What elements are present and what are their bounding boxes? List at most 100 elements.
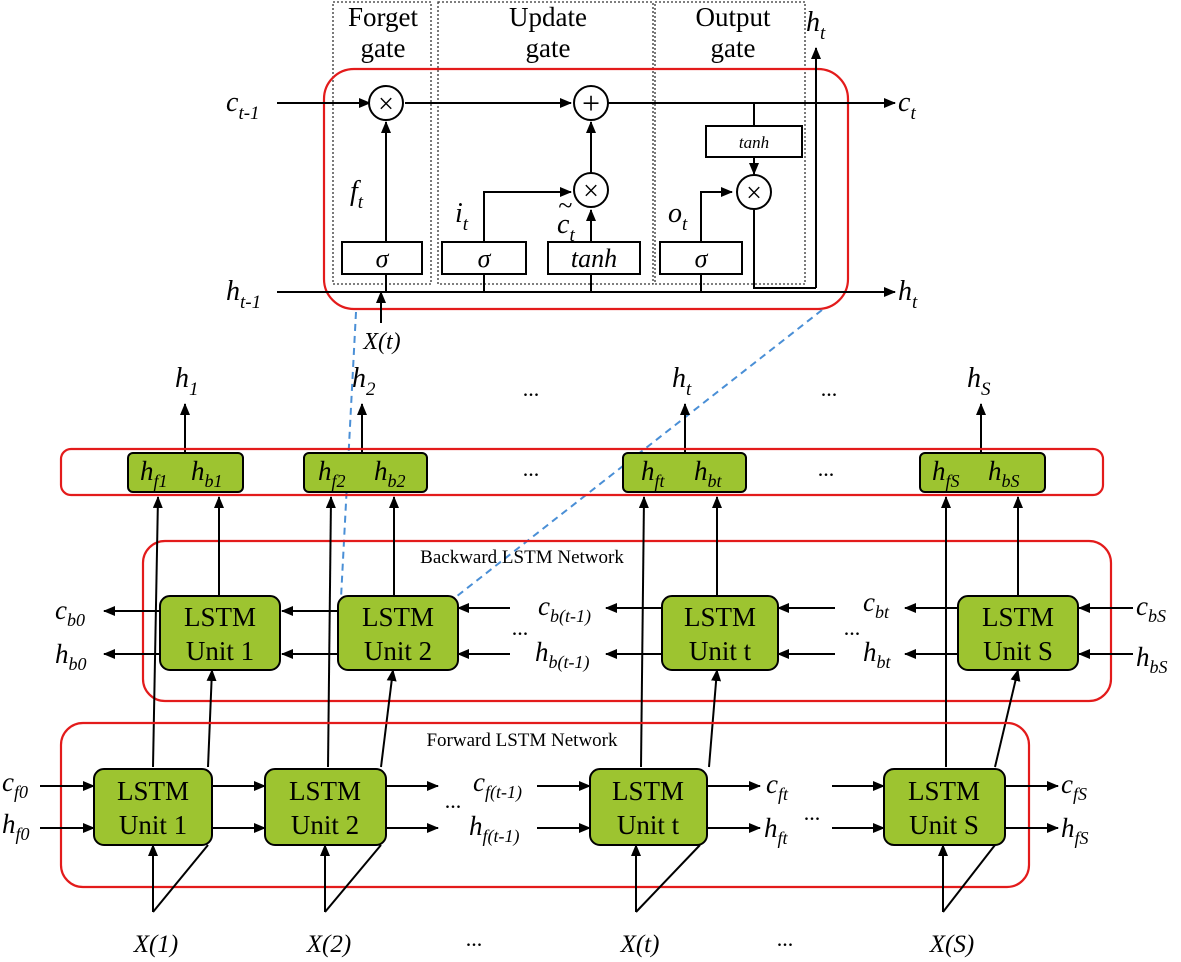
concat-ellipsis-1: ... [523,456,540,481]
backward-unit-1 [159,595,281,671]
concat-hbt: hbt [694,456,723,491]
backward-ellipsis-2: ... [844,615,861,640]
forward-unit-1-line2: Unit 1 [119,810,187,840]
input-x1: X(1) [133,931,178,958]
forward-hft1-label: hf(t-1) [469,811,519,847]
zoom-line-right [451,309,823,601]
backward-unit-1-line1: LSTM [184,602,256,632]
cell-tanh-label: tanh [739,133,769,152]
backward-hbt1-label: hb(t-1) [535,637,589,673]
output-h1: h1 [175,363,199,400]
concat-hbS: hbS [988,456,1020,491]
lstm-cell-detail: Forget gate Update gate Output gate × [226,1,918,355]
input-sigmoid-box [441,241,527,275]
backward-cb0-label: cb0 [55,595,85,630]
concat-box-S [919,452,1046,493]
lstm-cell-border [322,67,850,311]
output-sigmoid-label: σ [695,244,709,273]
output-gate-title-2: gate [711,33,756,63]
input-x2: X(2) [306,931,351,958]
backward-network-title: Backward LSTM Network [420,547,624,568]
concat-hb2: hb2 [374,456,406,491]
update-gate-title: Update [509,2,587,32]
concat-hft: hft [641,456,666,491]
forward-unit-2-line2: Unit 2 [291,810,359,840]
forward-ellipsis-2: ... [804,800,821,825]
forward-unit-t [589,768,708,846]
concat-box-2 [303,452,428,493]
forget-sigmoid-label: σ [376,244,390,273]
backward-unit-S-line1: LSTM [982,602,1054,632]
candidate-tanh-label: tanh [571,244,617,273]
forget-multiply-symbol: × [378,89,394,120]
forward-network-title: Forward LSTM Network [426,730,618,751]
backward-unit-t-line2: Unit t [689,636,752,666]
forward-unit-t-line1: LSTM [612,776,684,806]
backward-hbS-label: hbS [1136,642,1168,677]
forward-cft1-label: cf(t-1) [473,767,522,803]
input-xt: X(t) [620,931,660,958]
concat-hb1: hb1 [191,456,223,491]
backward-unit-2-line2: Unit 2 [364,636,432,666]
h-out-label: ht [898,276,918,313]
c-out-label: ct [898,87,916,124]
backward-hb0-label: hb0 [55,639,87,674]
forward-unit-S-line2: Unit S [909,810,979,840]
output-gate-value-label: ot [668,198,688,235]
output-multiply-symbol: × [746,178,762,209]
backward-network: Backward LSTM Network LSTM Un [55,496,1168,768]
forward-hfS-label: hfS [1061,813,1089,848]
forward-unit-S [883,768,1006,846]
update-gate-title-2: gate [526,33,571,63]
input-gate-value-label: it [455,198,469,235]
cell-input-label: X(t) [362,329,400,355]
backward-unit-2 [337,595,459,671]
update-gate-region [437,1,654,285]
update-multiply-symbol: × [583,176,599,207]
forget-sigmoid-box [341,241,423,275]
forward-network: Forward LSTM Network LSTM Unit 1 LSTM Un… [2,721,1089,913]
input-ellipsis-2: ... [777,926,794,951]
forward-hf0-label: hf0 [2,809,30,844]
forget-gate-title-2: gate [361,33,406,63]
backward-ellipsis-1: ... [512,615,529,640]
output-ellipsis-2: ... [821,376,838,401]
h-prev-label: ht-1 [226,276,261,313]
output-ht: ht [672,363,692,400]
output-sigmoid-box [659,241,743,275]
candidate-tanh-box [547,241,641,275]
concat-ellipsis-2: ... [818,456,835,481]
forget-gate-title: Forget [348,2,419,32]
add-symbol: + [582,85,600,121]
concat-border [59,447,1105,497]
forward-unit-1 [93,768,213,846]
forward-cf0-label: cf0 [2,767,28,802]
backward-unit-S-line2: Unit S [983,636,1053,666]
forward-hft-label: hft [764,813,789,848]
forward-cft-label: cft [766,769,789,804]
c-prev-label: ct-1 [226,87,260,124]
backward-unit-2-line1: LSTM [362,602,434,632]
forward-ellipsis-1: ... [445,788,462,813]
forward-network-border [59,721,1031,889]
concat-hf1: hf1 [140,456,168,491]
update-multiply-op [573,172,609,208]
cell-tanh-box [705,125,803,158]
backward-cbS-label: cbS [1136,591,1166,626]
concat-hf2: hf2 [318,456,346,491]
forget-multiply-op [368,85,404,121]
backward-cbt1-label: cb(t-1) [538,591,591,627]
concat-box-t [622,452,747,493]
backward-unit-t [661,595,779,671]
candidate-value-label: ct [557,209,575,246]
forget-gate-value-label: ft [350,176,364,213]
output-gate-title: Output [695,2,771,32]
forward-unit-2-line1: LSTM [289,776,361,806]
backward-hbt-label: hbt [863,637,892,672]
output-hS: hS [967,363,991,400]
input-row: X(1) X(2) X(t) X(S) ... ... [133,926,974,958]
forward-unit-1-line1: LSTM [117,776,189,806]
add-op [573,85,609,121]
input-ellipsis-1: ... [466,926,483,951]
